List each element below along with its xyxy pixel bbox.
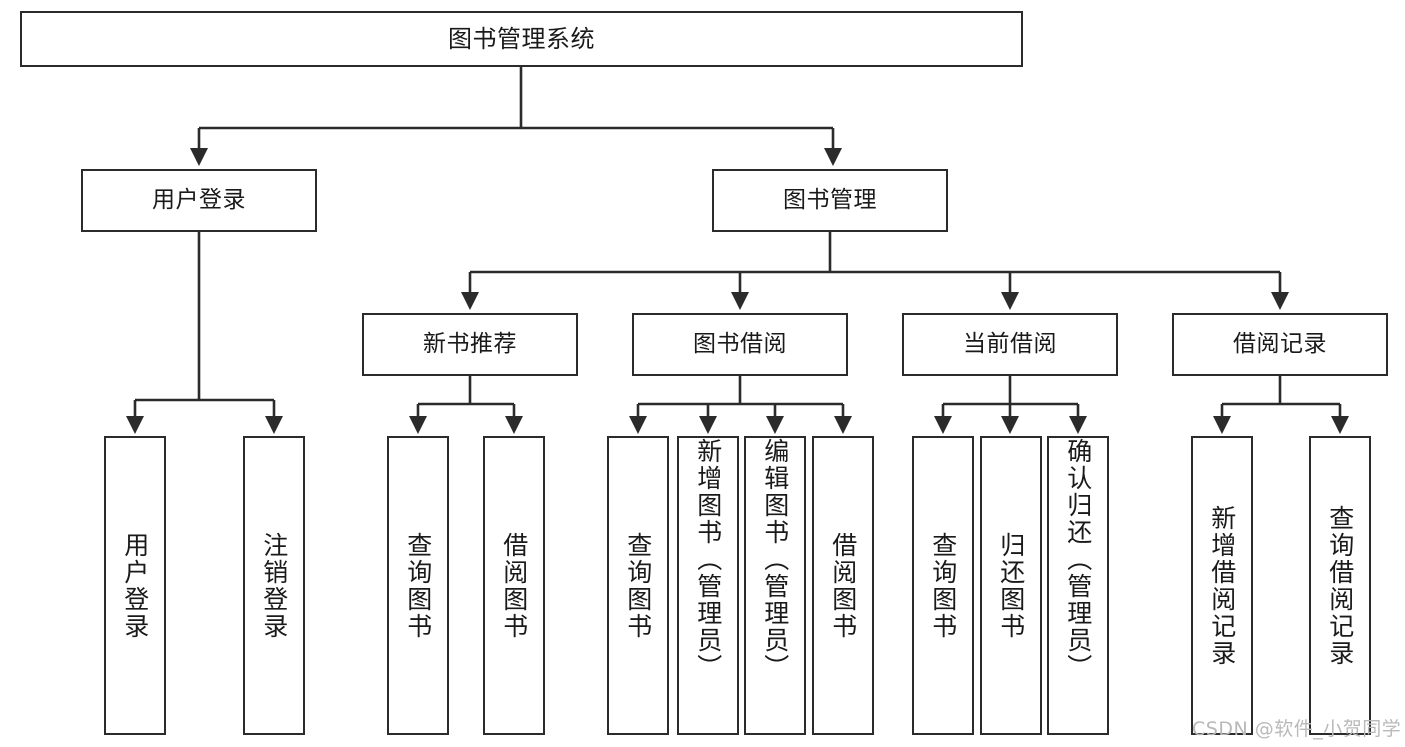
leaf-user-login[interactable]: 用户登录 xyxy=(104,436,166,735)
leaf-add-book[interactable]: 新增图书（管理员） xyxy=(677,436,739,735)
leaf-confirm-return[interactable]: 确认归还（管理员） xyxy=(1047,436,1109,735)
leaf-query-borrow-record[interactable]: 查询借阅记录 xyxy=(1309,436,1371,735)
node-root-system[interactable]: 图书管理系统 xyxy=(20,11,1023,67)
node-label: 查询图书 xyxy=(403,531,433,640)
node-label: 借阅图书 xyxy=(499,531,529,640)
leaf-add-borrow-record[interactable]: 新增借阅记录 xyxy=(1191,436,1253,735)
leaf-query-book-borrow[interactable]: 查询图书 xyxy=(607,436,669,735)
node-user-login[interactable]: 用户登录 xyxy=(81,169,317,232)
node-label: 用户登录 xyxy=(152,186,246,213)
leaf-query-book-current[interactable]: 查询图书 xyxy=(912,436,974,735)
node-book-management[interactable]: 图书管理 xyxy=(712,169,948,232)
node-label: 当前借阅 xyxy=(963,330,1057,357)
node-label: 查询图书 xyxy=(928,531,958,640)
leaf-query-book-recommend[interactable]: 查询图书 xyxy=(387,436,449,735)
node-label: 查询图书 xyxy=(623,531,653,640)
leaf-return-book[interactable]: 归还图书 xyxy=(980,436,1042,735)
node-new-book-recommend[interactable]: 新书推荐 xyxy=(362,313,578,376)
node-current-borrow[interactable]: 当前借阅 xyxy=(902,313,1118,376)
node-borrow-record[interactable]: 借阅记录 xyxy=(1172,313,1388,376)
leaf-borrow-book[interactable]: 借阅图书 xyxy=(812,436,874,735)
node-label: 编辑图书（管理员） xyxy=(760,438,790,681)
leaf-logout-login[interactable]: 注销登录 xyxy=(243,436,305,735)
leaf-borrow-book-recommend[interactable]: 借阅图书 xyxy=(483,436,545,735)
node-label: 确认归还（管理员） xyxy=(1063,438,1093,681)
node-label: 用户登录 xyxy=(120,531,150,640)
node-label: 借阅记录 xyxy=(1233,330,1327,357)
node-label: 查询借阅记录 xyxy=(1325,504,1355,667)
node-label: 图书借阅 xyxy=(693,330,787,357)
node-label: 新增借阅记录 xyxy=(1207,504,1237,667)
node-label: 图书管理系统 xyxy=(448,24,595,53)
leaf-edit-book[interactable]: 编辑图书（管理员） xyxy=(744,436,806,735)
node-label: 借阅图书 xyxy=(828,531,858,640)
node-label: 新书推荐 xyxy=(423,330,517,357)
node-label: 注销登录 xyxy=(259,531,289,640)
node-label: 新增图书（管理员） xyxy=(693,438,723,681)
node-book-borrow[interactable]: 图书借阅 xyxy=(632,313,848,376)
node-label: 归还图书 xyxy=(996,531,1026,640)
node-label: 图书管理 xyxy=(783,186,877,213)
